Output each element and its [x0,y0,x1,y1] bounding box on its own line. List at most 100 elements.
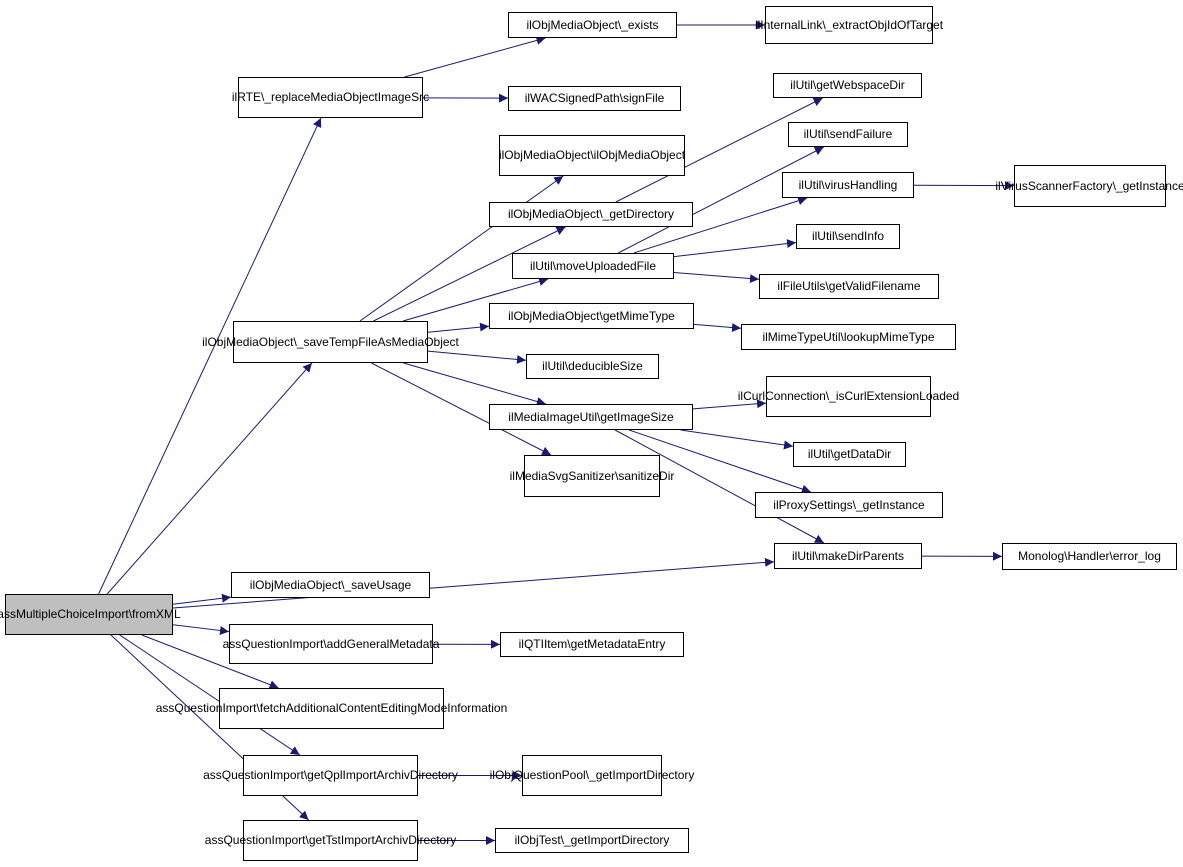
node-ilutil-virushandling[interactable]: ilUtil\virusHandling [782,172,914,198]
node-label-line: ilFileUtils\getValidFilename [777,279,921,293]
edge-n9-n13 [673,239,797,258]
node-ilmimetypeutil-lookupmimetype[interactable]: ilMimeTypeUtil\lookupMimeType [741,324,956,350]
node-ilutil-moveuploadedfile[interactable]: ilUtil\moveUploadedFile [512,253,674,279]
node-label-line: ilObjMediaObject\_saveTemp [202,334,359,349]
node-ilmediasvgsanitizer-sanitizedir[interactable]: ilMediaSvgSanitizer \sanitizeDir [510,455,674,497]
node-label-line: ilObjMediaObject\_saveUsage [249,577,412,592]
node-label-line: _getImportDirectory [589,768,695,782]
node-assquestionimport-gettstimportarchivdirectory[interactable]: assQuestionImport\getTst ImportArchivDir… [205,820,456,861]
node-ilutil-getdatadir[interactable]: ilUtil\getDataDir [793,442,906,467]
node-label-line: ilUtil\getDataDir [807,447,892,461]
edge-n5-n17 [427,350,527,364]
node-label-line: ilObjMediaObject\_getDirectory [507,207,675,221]
node-label-line: ilMediaSvgSanitizer [509,468,616,483]
node-label-line: ilVirusScannerFactory [995,178,1113,193]
node-ilutil-getwebspacedir[interactable]: ilUtil\getWebspaceDir [773,73,922,98]
edge-n18-n19 [692,399,767,410]
edge-n0-n5 [106,362,313,595]
node-ilutil-makedirparents[interactable]: ilUtil\makeDirParents [774,543,922,569]
node-ilobjmediaobject-savetempfileasmediaobject[interactable]: ilObjMediaObject\_saveTemp FileAsMediaOb… [202,321,459,363]
node-label-line: ilObjMediaObject\_exists [526,17,659,32]
edge-n9-n11 [633,196,808,254]
edge-n5-n24 [371,362,552,456]
edge-n9-n14 [673,271,760,284]
node-label-line: assQuestionImport\getTst [204,833,341,847]
node-ilobjmediaobject-getdirectory[interactable]: ilObjMediaObject\_getDirectory [489,202,693,227]
node-label-line: assQuestionImport\getQpl [203,768,343,782]
node-label-line: ilUtil\sendFailure [803,127,893,141]
node-label-line: assMultipleChoiceImport [0,607,129,621]
node-ilobjtest-getimportdirectory[interactable]: ilObjTest\_getImportDirectory [495,828,689,853]
node-ilrte-replacemediaobjectimagesrc[interactable]: ilRTE\_replaceMediaObject ImageSrc [232,77,429,118]
node-label-line: ilObjTest\_getImportDirectory [514,833,670,847]
node-label-line: ilInternalLink\_extractObj [754,17,888,32]
node-label-line: ImageSrc [377,90,430,104]
node-ilobjmediaobject-exists[interactable]: ilObjMediaObject\_exists [508,12,677,38]
node-ilobjmediaobject-getmimetype[interactable]: ilObjMediaObject\getMimeType [489,303,694,329]
node-monolog-handler-error-log[interactable]: Monolog\Handler\error_log [1002,543,1177,570]
node-ilobjmediaobject-ilobjmediaobject[interactable]: ilObjMediaObject\ilObjMedia Object [499,135,685,176]
edge-n0-n26 [172,624,230,635]
edge-n0-n29 [119,634,301,756]
node-label-line: Metadata [389,636,440,651]
node-label-line: ContentEditingModeInformation [338,701,508,715]
node-label-line: \_getInstance [1112,178,1183,193]
node-ilutil-sendfailure[interactable]: ilUtil\sendFailure [788,122,908,147]
node-ilobjmediaobject-saveusage[interactable]: ilObjMediaObject\_saveUsage [231,572,430,598]
node-label-line: ImportArchivDirectory [340,833,457,847]
edge-n7-n8 [615,97,823,203]
node-ilfileutils-getvalidfilename[interactable]: ilFileUtils\getValidFilename [759,274,939,299]
node-label-line: \fromXML [128,607,181,621]
node-ilcurlconnection-iscurlextensionloaded[interactable]: ilCurlConnection\_isCurl ExtensionLoaded [738,376,959,417]
edge-n9-n10 [617,146,824,254]
node-label-line: Monolog\Handler\error_log [1018,549,1161,563]
node-ilinternallink-extractobjidoftarget[interactable]: ilInternalLink\_extractObj IdOfTarget [755,6,943,44]
node-label-line: ilUtil\deducibleSize [542,359,643,373]
edge-n15-n16 [693,322,742,332]
edge-n5-n15 [427,322,490,333]
node-ilutil-sendinfo[interactable]: ilUtil\sendInfo [796,224,900,249]
node-label-line: ilCurlConnection\_isCurl [737,389,867,403]
edge-n5-n6 [359,175,564,322]
edge-n1-n2 [404,36,546,78]
node-ilobjquestionpool-getimportdirectory[interactable]: ilObjQuestionPool\ _getImportDirectory [490,755,694,796]
node-label-line: ExtensionLoaded [866,389,960,403]
node-assquestionimport-fetchadditionalcontenteditingmodeinformation[interactable]: assQuestionImport\fetchAdditional Conten… [156,688,507,729]
node-ilqtiitem-getmetadataentry[interactable]: ilQTIItem\getMetadataEntry [500,632,684,657]
edge-n5-n7 [373,226,566,322]
node-assmultiplechoiceimport-fromxml[interactable]: assMultipleChoiceImport \fromXML [0,594,181,635]
edge-n18-n20 [680,429,794,450]
node-ilvirusscannerfactory-getinstance[interactable]: ilVirusScannerFactory \_getInstance [995,165,1183,207]
edge-n5-n9 [402,277,549,322]
edge-n18-n22 [614,429,825,544]
node-label-line: assQuestionImport\addGeneral [222,636,390,651]
node-ilproxysettings-getinstance[interactable]: ilProxySettings\_getInstance [755,492,943,518]
node-ilmediaimageutil-getimagesize[interactable]: ilMediaImageUtil\getImageSize [489,404,693,430]
edge-n0-n25 [172,593,232,605]
node-label-line: ilObjQuestionPool\ [489,768,590,782]
node-ilutil-deduciblesize[interactable]: ilUtil\deducibleSize [526,354,659,379]
node-label-line: ilUtil\sendInfo [811,229,885,243]
node-label-line: Object [650,148,686,162]
node-label-line: ilUtil\getWebspaceDir [790,78,905,92]
node-label-line: ilQTIItem\getMetadataEntry [518,637,666,651]
node-label-line: ilMimeTypeUtil\lookupMimeType [762,329,935,344]
node-label-line: ilUtil\moveUploadedFile [529,258,657,273]
node-label-line: ImportArchivDirectory [342,768,458,782]
node-label-line: ilProxySettings\_getInstance [773,497,925,512]
edge-n18-n21 [628,429,812,494]
edge-n0-n1 [98,117,322,595]
node-ilwacsignedpath-signfile[interactable]: ilWACSignedPath\signFile [508,86,681,111]
node-assquestionimport-addgeneralmetadata[interactable]: assQuestionImport\addGeneral Metadata [223,624,439,664]
node-label-line: ilRTE\_replaceMediaObject [231,90,378,104]
node-label-line: FileAsMediaObject [358,334,459,349]
edge-n5-n18 [403,362,546,406]
node-label-line: ilMediaImageUtil\getImageSize [508,409,674,424]
edge-n0-n22 [172,557,775,609]
node-label-line: ilUtil\virusHandling [798,177,898,192]
node-label-line: ilUtil\makeDirParents [791,548,905,563]
edge-n0-n28 [141,634,279,689]
node-label-line: \sanitizeDir [615,468,675,483]
node-assquestionimport-getqplimportarchivdirectory[interactable]: assQuestionImport\getQpl ImportArchivDir… [203,755,458,796]
